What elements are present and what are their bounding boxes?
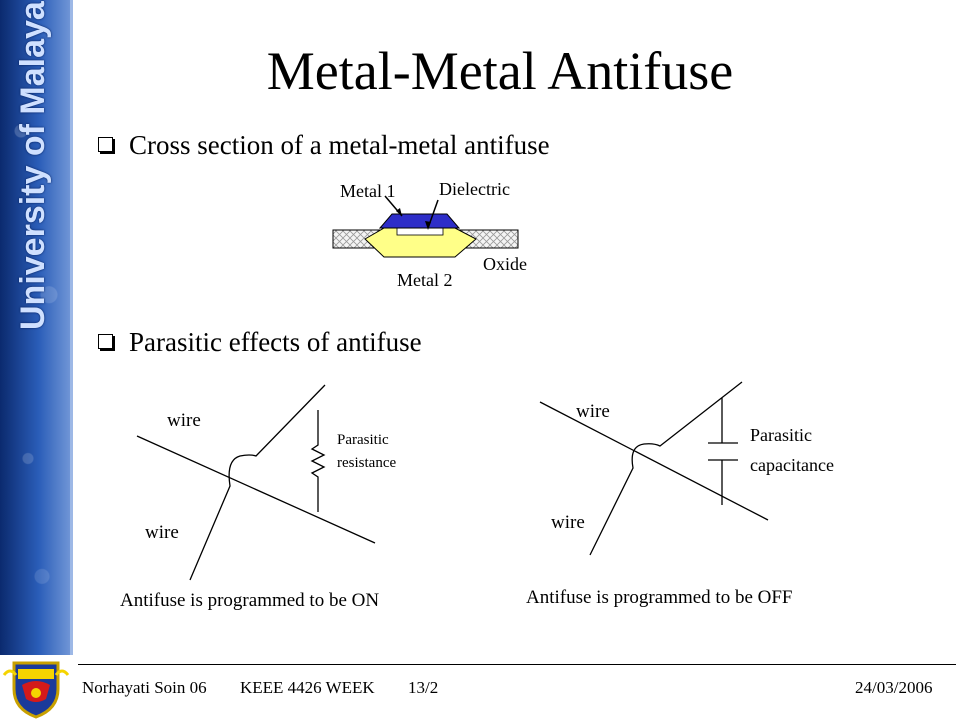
parasitic-resistance-label-1: Parasitic (337, 432, 389, 448)
metal2-label: Metal 2 (397, 270, 453, 290)
off-wire-top-label: wire (576, 401, 610, 422)
sidebar-edge (70, 0, 73, 655)
on-wire-bottom-label: wire (145, 522, 179, 543)
parasitic-capacitance-label-1: Parasitic (750, 425, 812, 445)
university-logo (0, 655, 72, 720)
slide-title: Metal-Metal Antifuse (266, 41, 734, 101)
footer-page: 13/2 (408, 678, 439, 697)
bullet-cross-section: Cross section of a metal-metal antifuse (98, 130, 550, 161)
footer-author: Norhayati Soin 06 (82, 678, 207, 697)
off-wire-bottom-label: wire (551, 512, 585, 533)
bullet-parasitic: Parasitic effects of antifuse (98, 327, 422, 358)
oxide-label: Oxide (483, 254, 527, 274)
off-caption: Antifuse is programmed to be OFF (526, 587, 793, 608)
sidebar-banner: University of Malaya (0, 0, 70, 655)
diagram-on (136, 384, 376, 581)
on-wire-top-label: wire (167, 410, 201, 431)
wire-crossing (589, 381, 743, 556)
dielectric-layer (396, 227, 444, 236)
on-caption: Antifuse is programmed to be ON (120, 590, 380, 611)
metal1-label: Metal 1 (340, 181, 396, 201)
metal1-arrowhead (396, 208, 402, 216)
footer-date: 24/03/2006 (855, 678, 933, 697)
parasitic-capacitance-label-2: capacitance (750, 455, 834, 475)
checkbox-bullet-icon (98, 137, 113, 152)
diagram-off (539, 381, 769, 556)
resistor-symbol (310, 410, 326, 512)
wire-crossing (189, 384, 326, 581)
cross-section-diagram (332, 195, 519, 258)
footer-course: KEEE 4426 WEEK (240, 678, 375, 697)
dielectric-arrowhead (425, 221, 431, 230)
sidebar-texture (0, 0, 70, 655)
metal1-layer (378, 213, 461, 229)
dielectric-label: Dielectric (439, 179, 510, 199)
footer-divider (78, 664, 956, 665)
crest-icon (2, 661, 70, 719)
wire-horizontal (136, 435, 376, 544)
parasitic-resistance-label-2: resistance (337, 455, 397, 471)
wire-horizontal (539, 401, 769, 521)
checkbox-bullet-icon (98, 334, 113, 349)
